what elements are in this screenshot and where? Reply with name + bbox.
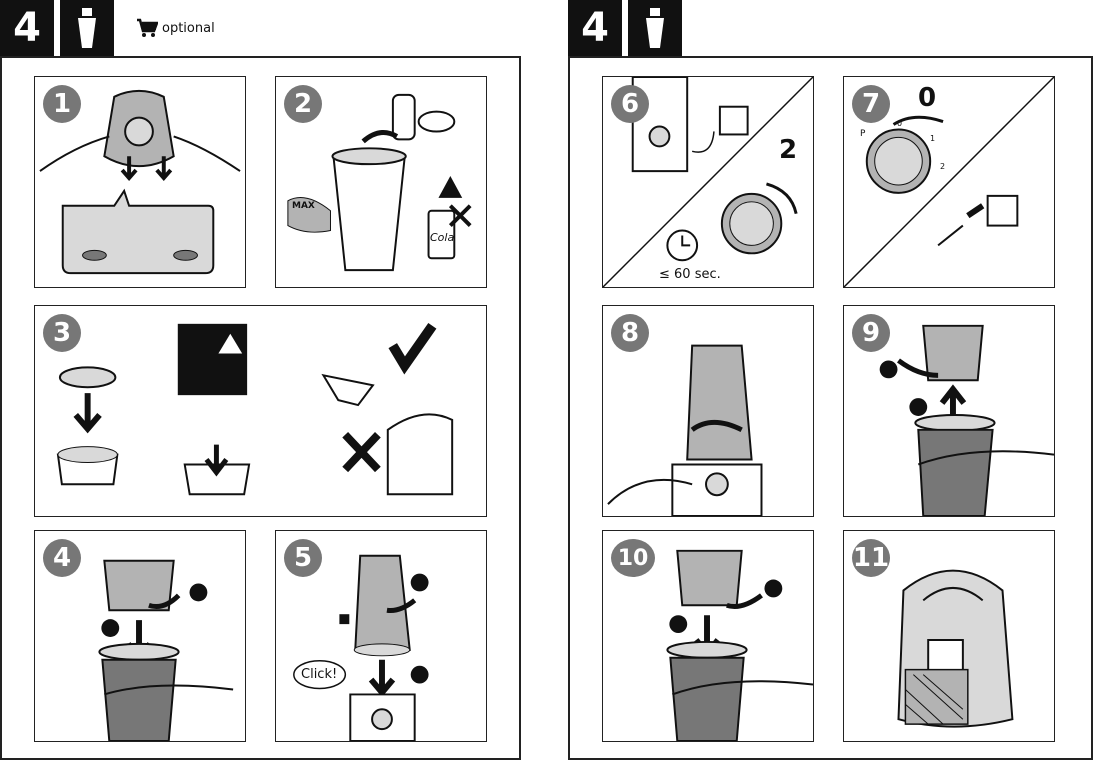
step-badge: 4 [43, 539, 81, 577]
step-7-panel: 7 0 P 0 1 2 [843, 76, 1055, 288]
step-9-panel: 9 [843, 305, 1055, 517]
dial-p-label: P [860, 129, 866, 139]
step-badge: 7 [852, 85, 890, 123]
speed-zero-label: 0 [918, 83, 937, 113]
cart-icon [137, 18, 158, 37]
speed-two-label: 2 [779, 135, 798, 165]
dial-one-label: 1 [930, 134, 936, 143]
step-badge: 8 [611, 314, 649, 352]
step-badge: 3 [43, 314, 81, 352]
dial-zero-label: 0 [897, 119, 903, 128]
right-header: 4 [568, 0, 682, 56]
cola-label: Cola [430, 231, 455, 244]
section-number: 4 [568, 0, 622, 56]
step-badge: 6 [611, 85, 649, 123]
step-1-panel: 1 [34, 76, 246, 288]
dial-two-label: 2 [940, 162, 946, 171]
right-page: 4 6 2 ≤ 60 sec. 7 [568, 0, 1093, 765]
step-badge: 9 [852, 314, 890, 352]
bottle-icon [628, 0, 682, 56]
left-header: 4 optional [0, 0, 215, 56]
max-label: MAX [292, 201, 315, 211]
section-number: 4 [0, 0, 54, 56]
step-4-panel: 4 [34, 530, 246, 742]
step-3-panel: 3 [34, 305, 487, 517]
right-frame [568, 56, 1093, 760]
step-6-panel: 6 2 ≤ 60 sec. [602, 76, 814, 288]
click-label: Click! [301, 667, 338, 682]
step-badge: 2 [284, 85, 322, 123]
step-badge: 5 [284, 539, 322, 577]
bottle-icon [60, 0, 114, 56]
left-frame [0, 56, 521, 760]
step-8-panel: 8 [602, 305, 814, 517]
step-11-panel: 11 [843, 530, 1055, 742]
step-badge: 10 [611, 539, 655, 577]
step-5-panel: 5 Click! [275, 530, 487, 742]
step-badge: 1 [43, 85, 81, 123]
time-limit-label: ≤ 60 sec. [659, 267, 721, 282]
left-page: 4 optional 1 [0, 0, 525, 765]
step-10-panel: 10 [602, 530, 814, 742]
step-badge: 11 [852, 539, 890, 577]
optional-label: optional [162, 20, 215, 36]
step-2-panel: 2 MAX Cola [275, 76, 487, 288]
optional-note: optional [136, 18, 215, 38]
